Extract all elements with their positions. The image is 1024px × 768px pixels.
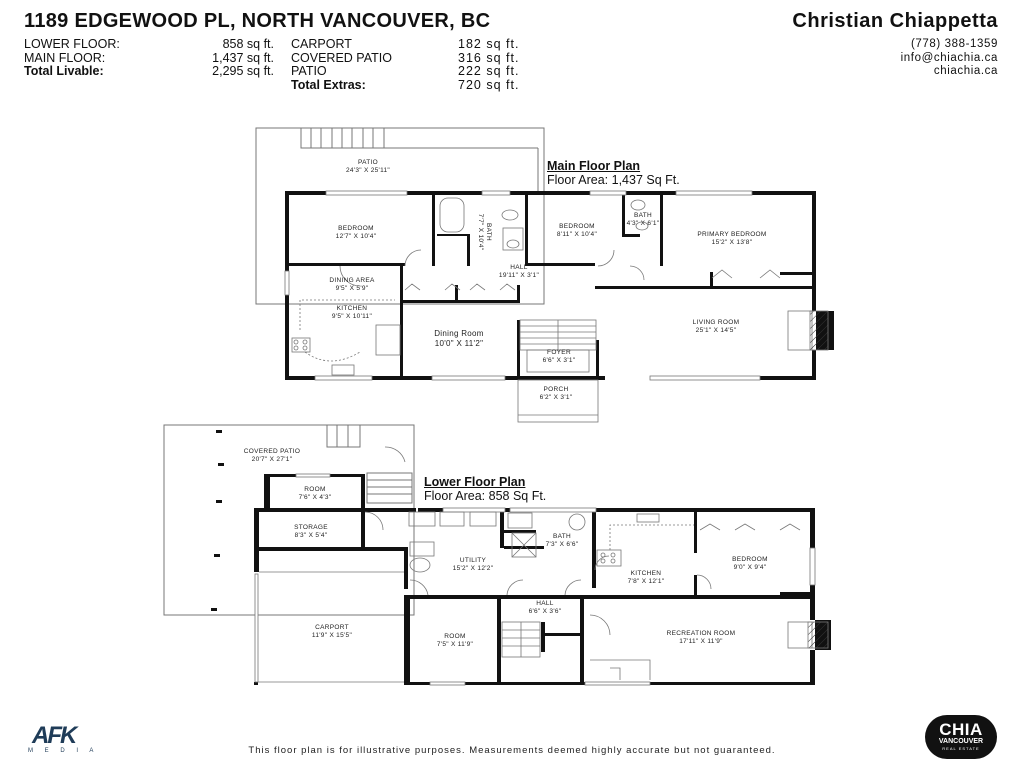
lower-floor-title: Lower Floor Plan Floor Area: 858 Sq Ft.	[424, 475, 547, 503]
lower-floor-label: LOWER FLOOR:	[24, 37, 120, 51]
total-livable-value: 2,295 sq ft.	[212, 64, 274, 78]
chia-logo-sub: VANCOUVER	[938, 738, 984, 745]
agent-phone: (778) 388-1359	[910, 38, 998, 50]
lower-floor-area: Floor Area: 858 Sq Ft.	[424, 488, 547, 503]
main-floor-value: 1,437 sq ft.	[212, 50, 274, 65]
chia-logo-tag: REAL ESTATE	[942, 746, 980, 751]
main-floor-heading: Main Floor Plan	[547, 159, 641, 173]
agent-website[interactable]: chiachia.ca	[933, 65, 998, 77]
covered-patio-label: COVERED PATIO	[291, 50, 392, 65]
patio-value: 222 sq ft.	[458, 64, 520, 78]
lower-floor-heading: Lower Floor Plan	[424, 475, 526, 489]
chia-vancouver-badge: CHIA VANCOUVER REAL ESTATE	[925, 715, 997, 759]
disclaimer: This floor plan is for illustrative purp…	[248, 745, 776, 756]
afk-logo-mark: AFK	[32, 722, 77, 749]
afk-media-logo: AFK M E D I A	[28, 722, 104, 755]
property-address: 1189 EDGEWOOD PL, NORTH VANCOUVER, BC	[24, 10, 491, 32]
total-extras-label: Total Extras:	[291, 77, 366, 92]
covered-patio-value: 316 sq ft.	[458, 50, 520, 65]
carport-value: 182 sq ft.	[458, 37, 520, 51]
patio-label: PATIO	[291, 64, 327, 78]
main-floor-area: Floor Area: 1,437 Sq Ft.	[547, 172, 680, 187]
main-floor-title: Main Floor Plan Floor Area: 1,437 Sq Ft.	[547, 159, 680, 187]
agent-email[interactable]: info@chiachia.ca	[900, 51, 998, 64]
agent-name: Christian Chiappetta	[792, 10, 998, 32]
afk-logo-sub: M E D I A	[28, 748, 99, 754]
total-livable-label: Total Livable:	[24, 64, 104, 78]
chia-logo-main: CHIA	[939, 720, 983, 739]
lower-floor-value: 858 sq ft.	[222, 37, 274, 51]
total-extras-value: 720 sq ft.	[458, 77, 520, 92]
agent-contact: (778) 388-1359 info@chiachia.ca chiachia…	[901, 38, 998, 79]
main-floor-label: MAIN FLOOR:	[24, 50, 106, 65]
carport-label: CARPORT	[291, 37, 352, 51]
